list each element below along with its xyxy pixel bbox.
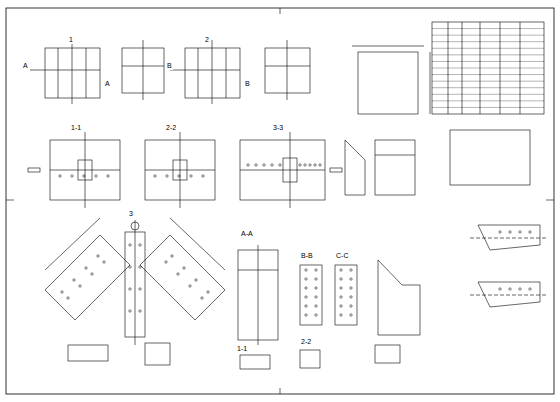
section-mark: A-A [240,230,254,238]
section-mark: 1-1 [236,345,248,353]
section-mark: A [104,80,111,88]
section-mark: 2-2 [165,124,177,132]
section-mark: B-B [300,252,314,260]
section-mark: 1 [68,36,74,44]
section-mark: A [22,62,29,70]
section-mark: C-C [335,252,349,260]
section-mark: 3-3 [272,124,284,132]
section-mark: 1-1 [70,124,82,132]
section-mark: B [166,62,173,70]
section-mark: B [244,80,251,88]
section-mark: 2 [204,36,210,44]
section-mark: 3 [128,210,134,218]
section-mark: 2-2 [300,338,312,346]
